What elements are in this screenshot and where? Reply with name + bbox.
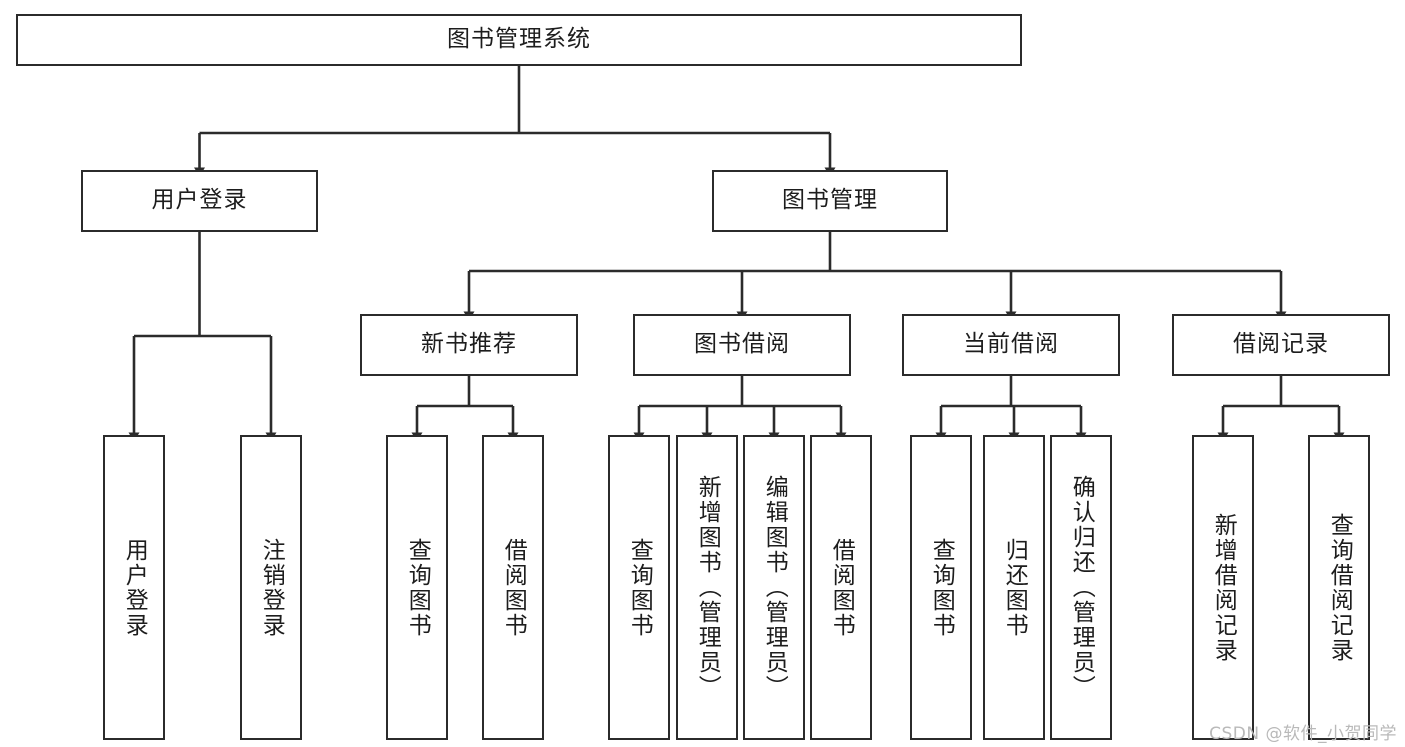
node-leaf-rec-borrow[interactable]: 借阅图书	[482, 435, 544, 740]
node-label: 编辑图书（管理员）	[761, 475, 788, 700]
node-cur-borrow[interactable]: 当前借阅	[902, 314, 1120, 376]
node-leaf-bb-edit[interactable]: 编辑图书（管理员）	[743, 435, 805, 740]
node-leaf-bb-query[interactable]: 查询图书	[608, 435, 670, 740]
node-label: 新书推荐	[421, 331, 517, 358]
node-book-mgmt[interactable]: 图书管理	[712, 170, 948, 232]
node-label: 借阅图书	[828, 537, 855, 638]
node-leaf-bb-add[interactable]: 新增图书（管理员）	[676, 435, 738, 740]
node-leaf-log-add[interactable]: 新增借阅记录	[1192, 435, 1254, 740]
node-label: 借阅记录	[1233, 331, 1329, 358]
node-leaf-bb-borrow[interactable]: 借阅图书	[810, 435, 872, 740]
node-leaf-log-query[interactable]: 查询借阅记录	[1308, 435, 1370, 740]
node-leaf-cb-return[interactable]: 归还图书	[983, 435, 1045, 740]
node-label: 查询图书	[928, 537, 955, 638]
node-label: 借阅图书	[500, 537, 527, 638]
node-label: 当前借阅	[963, 331, 1059, 358]
node-label: 图书管理	[782, 187, 878, 214]
node-label: 图书管理系统	[447, 26, 591, 53]
node-leaf-login[interactable]: 用户登录	[103, 435, 165, 740]
node-label: 注销登录	[258, 537, 285, 638]
node-leaf-logout[interactable]: 注销登录	[240, 435, 302, 740]
node-root[interactable]: 图书管理系统	[16, 14, 1022, 66]
node-label: 查询图书	[626, 537, 653, 638]
node-label: 查询借阅记录	[1326, 512, 1353, 663]
node-leaf-rec-query[interactable]: 查询图书	[386, 435, 448, 740]
node-label: 用户登录	[151, 187, 248, 214]
node-new-book-rec[interactable]: 新书推荐	[360, 314, 578, 376]
node-label: 用户登录	[121, 537, 148, 638]
node-label: 确认归还（管理员）	[1068, 475, 1095, 700]
node-label: 图书借阅	[694, 331, 790, 358]
node-label: 查询图书	[404, 537, 431, 638]
node-leaf-cb-confirm[interactable]: 确认归还（管理员）	[1050, 435, 1112, 740]
node-leaf-cb-query[interactable]: 查询图书	[910, 435, 972, 740]
node-label: 新增图书（管理员）	[694, 475, 721, 700]
node-label: 归还图书	[1001, 537, 1028, 638]
node-borrow-log[interactable]: 借阅记录	[1172, 314, 1390, 376]
node-book-borrow[interactable]: 图书借阅	[633, 314, 851, 376]
node-user-login[interactable]: 用户登录	[81, 170, 318, 232]
node-label: 新增借阅记录	[1210, 512, 1237, 663]
